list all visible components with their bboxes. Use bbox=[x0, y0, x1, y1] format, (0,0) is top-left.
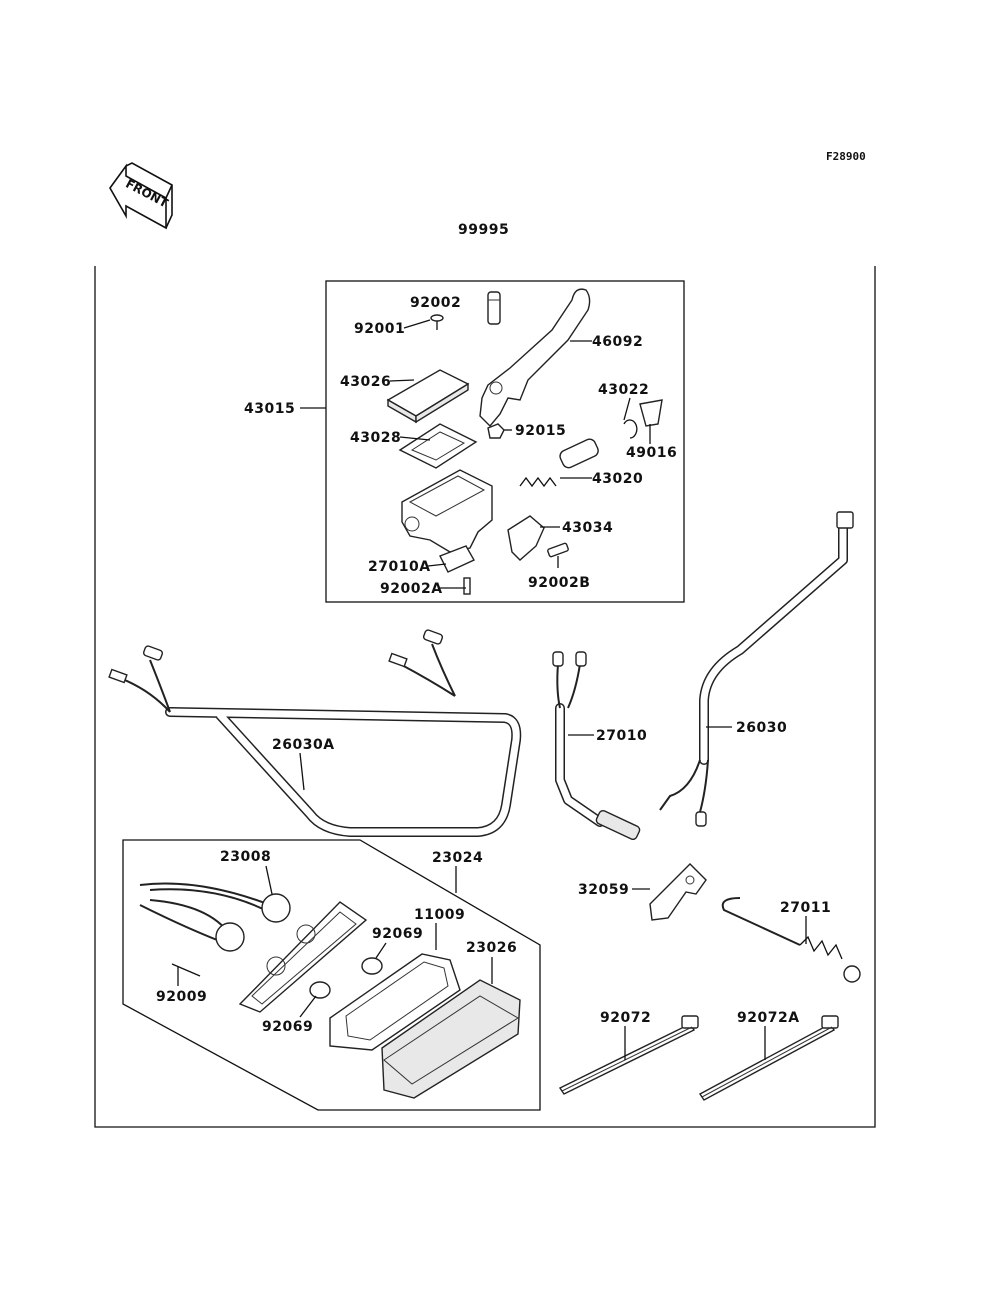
label-27011: 27011 bbox=[780, 900, 831, 916]
label-11009: 11009 bbox=[414, 907, 465, 923]
tail-light-assembly bbox=[139, 882, 521, 1099]
label-23008: 23008 bbox=[220, 849, 271, 865]
leader-lines bbox=[177, 319, 807, 1060]
front-arrow-icon: FRONT bbox=[109, 162, 173, 230]
label-92001: 92001 bbox=[354, 321, 405, 337]
label-92002B: 92002B bbox=[528, 575, 590, 591]
label-92002: 92002 bbox=[410, 295, 461, 311]
part-labels: 92002 92001 46092 43026 43015 43022 4302… bbox=[156, 295, 831, 1035]
label-92072: 92072 bbox=[600, 1010, 651, 1026]
assembly-code: 99995 bbox=[458, 222, 509, 238]
label-49016: 49016 bbox=[626, 445, 677, 461]
label-43026: 43026 bbox=[340, 374, 391, 390]
label-23024: 23024 bbox=[432, 850, 483, 866]
label-43020: 43020 bbox=[592, 471, 643, 487]
master-cylinder-assembly bbox=[386, 288, 663, 595]
label-43022: 43022 bbox=[598, 382, 649, 398]
label-46092: 46092 bbox=[592, 334, 643, 350]
master-cylinder-box bbox=[300, 280, 685, 603]
label-27010A: 27010A bbox=[368, 559, 431, 575]
label-92069-upper: 92069 bbox=[372, 926, 423, 942]
label-32059: 32059 bbox=[578, 882, 629, 898]
figure-code: F28900 bbox=[826, 150, 866, 163]
label-43015: 43015 bbox=[244, 401, 295, 417]
cable-tie-92072A bbox=[698, 1015, 839, 1101]
harness-27010 bbox=[552, 651, 641, 841]
label-92002A: 92002A bbox=[380, 581, 443, 597]
label-92015: 92015 bbox=[515, 423, 566, 439]
cable-tie-92072 bbox=[558, 1015, 699, 1095]
label-92072A: 92072A bbox=[737, 1010, 800, 1026]
part-27011 bbox=[721, 897, 861, 983]
bracket-32059 bbox=[649, 863, 707, 921]
tail-light-box bbox=[122, 839, 541, 1111]
label-43034: 43034 bbox=[562, 520, 613, 536]
harness-26030A bbox=[108, 629, 522, 837]
label-92069-lower: 92069 bbox=[262, 1019, 313, 1035]
label-92009: 92009 bbox=[156, 989, 207, 1005]
label-43028: 43028 bbox=[350, 430, 401, 446]
label-27010: 27010 bbox=[596, 728, 647, 744]
harness-26030 bbox=[659, 511, 854, 827]
label-26030: 26030 bbox=[736, 720, 787, 736]
label-26030A: 26030A bbox=[272, 737, 335, 753]
label-23026: 23026 bbox=[466, 940, 517, 956]
outer-frame bbox=[94, 266, 876, 1128]
